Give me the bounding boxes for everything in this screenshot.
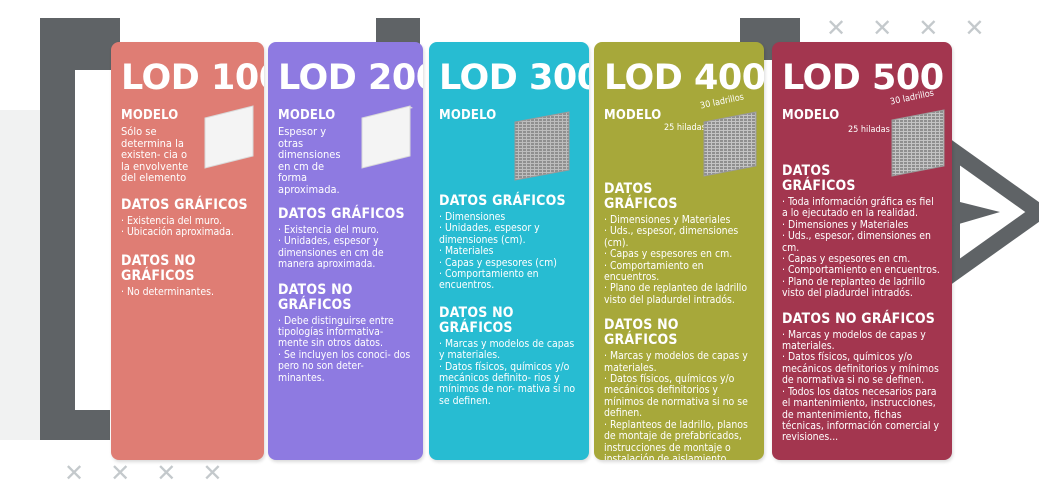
list-item: Comportamiento en encuentros. <box>782 265 942 277</box>
list-item: Dimensiones y Materiales <box>782 219 942 231</box>
list-item: Comportamiento en encuentros. <box>439 268 579 292</box>
datos-no-graficos-title: DATOS NO GRÁFICOS <box>782 310 935 327</box>
datos-no-graficos-list: Marcas y modelos de capas y materiales. … <box>782 329 942 444</box>
list-item: Marcas y modelos de capas y materiales. <box>782 329 942 353</box>
list-item: Marcas y modelos de capas y materiales. <box>439 338 579 362</box>
datos-no-graficos-title: DATOS NO GRÁFICOS <box>121 253 196 285</box>
decorative-x-marks-bottom: ✕ ✕ ✕ ✕ <box>64 461 222 485</box>
list-item: Se incluyen los conoci- dos pero no son … <box>278 349 413 384</box>
course-count-label: 25 hiladas <box>664 123 706 133</box>
card-title: LOD 300 <box>439 58 589 98</box>
wall-envelope-illustration <box>204 105 254 169</box>
lod-200-card: LOD 200 MODELO Espesor y otras dimension… <box>268 42 423 460</box>
list-item: Datos físicos, químicos y/o mecánicos de… <box>782 352 942 386</box>
list-item: Plano de replanteo de ladrillo visto del… <box>604 283 754 306</box>
datos-no-graficos-list: Marcas y modelos de capas y materiales. … <box>604 351 754 460</box>
x-mark-icon: ✕ <box>64 459 85 487</box>
card-title: LOD 400 <box>604 58 764 98</box>
datos-no-graficos-list: Debe distinguirse entre tipologías infor… <box>278 315 413 384</box>
list-item: Capas y espesores en cm. <box>604 248 754 260</box>
list-item: Existencia del muro. <box>121 215 254 227</box>
list-item: Plano de replanteo de ladrillo visto del… <box>782 276 942 300</box>
modelo-label: MODELO <box>439 108 497 123</box>
modelo-label: MODELO <box>782 108 840 123</box>
brick-wall-illustration <box>891 109 945 177</box>
list-item: Marcas y modelos de capas y materiales. <box>604 351 754 374</box>
card-title: LOD 200 <box>278 58 423 98</box>
datos-graficos-list: Dimensiones Unidades, espesor y dimensio… <box>439 211 579 292</box>
list-item: Unidades, espesor y dimensiones en cm de… <box>278 236 413 270</box>
x-mark-icon: ✕ <box>964 14 985 42</box>
datos-graficos-title: DATOS GRÁFICOS <box>121 196 248 213</box>
modelo-section: MODELO 30 ladrillos 25 hiladas <box>782 88 945 178</box>
wall-thickness-illustration <box>361 105 413 169</box>
list-item: Uds., espesor, dimensiones en cm. <box>782 231 942 254</box>
datos-graficos-title: DATOS GRÁFICOS <box>439 193 566 209</box>
datos-graficos-list: Existencia del muro. Ubicación aproximad… <box>121 215 254 239</box>
list-item: Dimensiones y Materiales <box>604 214 754 226</box>
x-mark-icon: ✕ <box>202 459 223 487</box>
x-mark-icon: ✕ <box>918 14 939 42</box>
datos-no-graficos-list: Marcas y modelos de capas y materiales. … <box>439 338 579 408</box>
list-item: Datos físicos, químicos y/o mecánicos de… <box>604 373 754 420</box>
course-count-label: 25 hiladas <box>848 125 890 135</box>
brick-wall-illustration <box>514 111 570 181</box>
datos-no-graficos-list: No determinantes. <box>121 286 254 298</box>
list-item: Datos físicos, químicos y/o mecánicos de… <box>439 361 579 408</box>
modelo-section: MODELO <box>439 108 579 188</box>
datos-no-graficos-title: DATOS NO GRÁFICOS <box>604 317 679 349</box>
brick-wall-illustration <box>703 111 757 177</box>
list-item: Toda información gráfica es fiel a lo ej… <box>782 196 942 220</box>
card-title: LOD 500 <box>782 58 944 98</box>
lod-100-card: LOD 100 MODELO Sólo se determina la exis… <box>111 42 264 460</box>
datos-graficos-list: Dimensiones y Materiales Uds., espesor, … <box>604 214 754 306</box>
modelo-section: MODELO Espesor y otras dimensiones en cm… <box>278 105 413 196</box>
datos-graficos-list: Toda información gráfica es fiel a lo ej… <box>782 196 942 300</box>
x-mark-icon: ✕ <box>826 14 847 42</box>
list-item: No determinantes. <box>121 286 254 298</box>
modelo-section: MODELO Sólo se determina la existen- cia… <box>121 105 254 184</box>
list-item: Capas y espesores en cm. <box>782 253 942 265</box>
lod-400-card: LOD 400 MODELO 30 ladrillos 25 hiladas D… <box>594 42 764 460</box>
list-item: Uds., espesor, dimensiones (cm). <box>604 226 754 249</box>
list-item: Replanteos de ladrillo, planos de montaj… <box>604 419 754 460</box>
modelo-label: MODELO <box>278 108 336 123</box>
datos-graficos-title: DATOS GRÁFICOS <box>782 163 856 194</box>
modelo-section: MODELO 30 ladrillos 25 hiladas <box>604 92 757 178</box>
list-item: Unidades, espesor y dimensiones (cm). <box>439 223 579 246</box>
x-mark-icon: ✕ <box>110 459 131 487</box>
x-mark-icon: ✕ <box>156 459 177 487</box>
datos-no-graficos-title: DATOS NO GRÁFICOS <box>439 304 514 336</box>
modelo-label: MODELO <box>121 108 179 123</box>
list-item: Comportamiento en encuentros. <box>604 260 754 284</box>
datos-graficos-list: Existencia del muro. Unidades, espesor y… <box>278 224 413 271</box>
decorative-x-marks-top: ✕ ✕ ✕ ✕ <box>826 16 984 40</box>
list-item: Dimensiones <box>439 211 579 223</box>
x-mark-icon: ✕ <box>872 14 893 42</box>
datos-no-graficos-title: DATOS NO GRÁFICOS <box>278 281 353 313</box>
modelo-description: Sólo se determina la existen- cia o la e… <box>121 125 189 184</box>
list-item: Debe distinguirse entre tipologías infor… <box>278 315 413 350</box>
datos-graficos-title: DATOS GRÁFICOS <box>278 206 405 222</box>
list-item: Existencia del muro. <box>278 224 413 236</box>
card-title: LOD 100 <box>121 58 264 98</box>
list-item: Capas y espesores (cm) <box>439 257 579 269</box>
modelo-label: MODELO <box>604 108 662 123</box>
datos-graficos-title: DATOS GRÁFICOS <box>604 181 678 212</box>
modelo-description: Espesor y otras dimensiones en cm de for… <box>278 125 341 196</box>
list-item: Todos los datos necesarios para el mante… <box>782 386 942 444</box>
list-item: Ubicación aproximada. <box>121 226 254 238</box>
lod-500-card: LOD 500 MODELO 30 ladrillos 25 hiladas D… <box>772 42 952 460</box>
lod-300-card: LOD 300 MODELO DATOS GRÁFICOS Dimensione… <box>429 42 589 460</box>
list-item: Materiales <box>439 245 579 257</box>
